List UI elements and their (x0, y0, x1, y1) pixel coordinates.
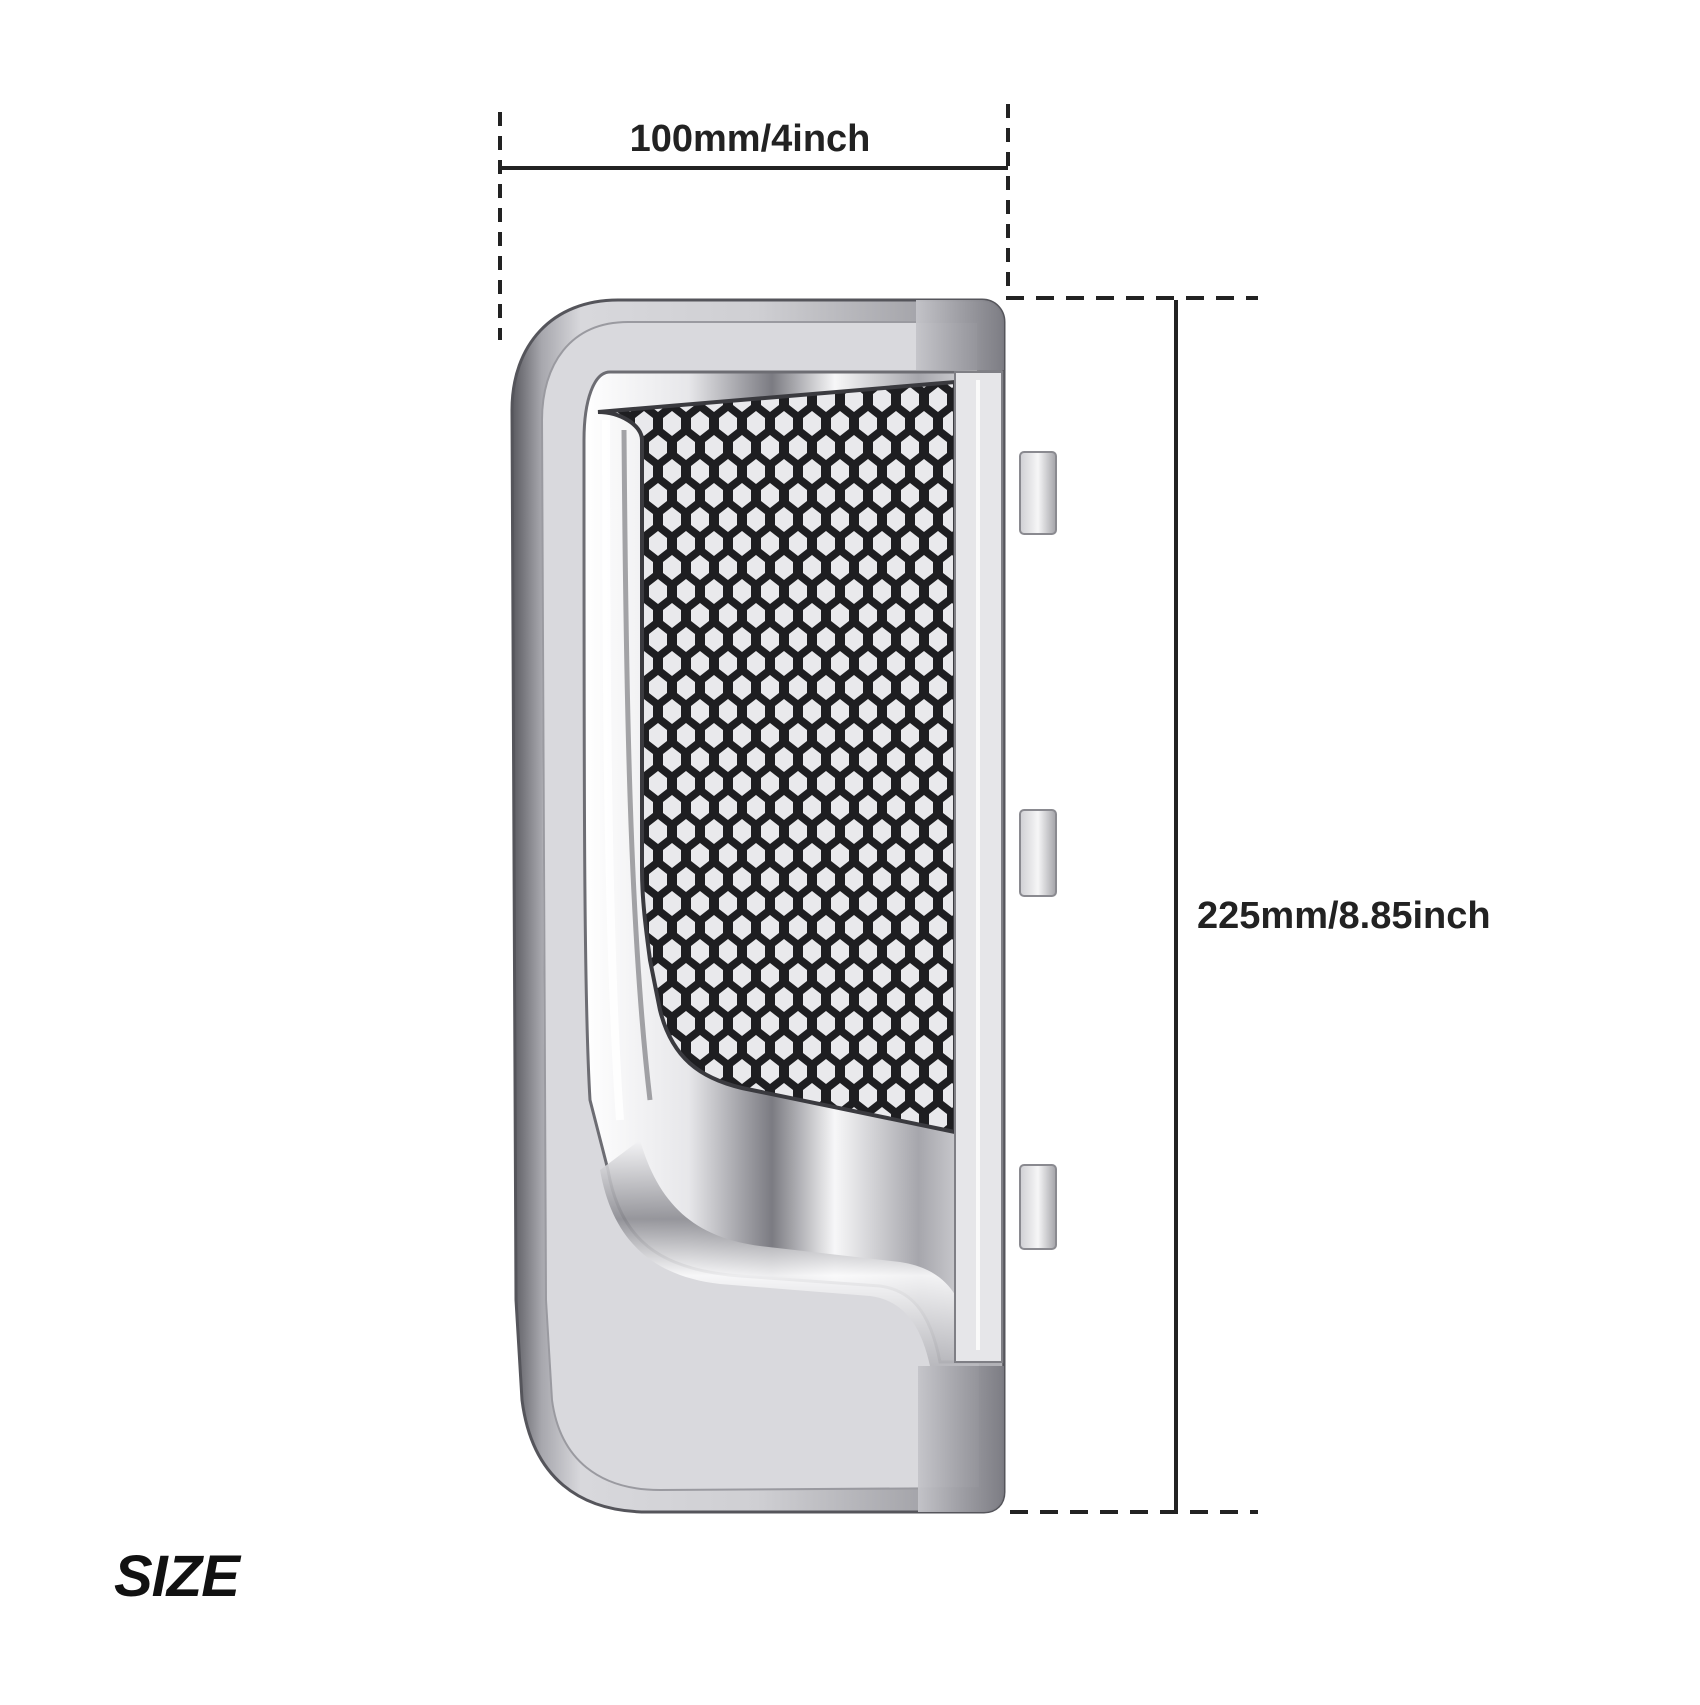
height-dimension-label: 225mm/8.85inch (1197, 895, 1491, 937)
smoke-lens-top (916, 300, 1004, 370)
mounting-tab-middle (1019, 809, 1057, 897)
vent-grille-product (510, 298, 1057, 1514)
height-dimension (1006, 296, 1258, 1514)
width-dimension (498, 104, 1010, 340)
mounting-tab-bottom (1019, 1164, 1057, 1250)
size-heading: SIZE (114, 1544, 240, 1609)
mounting-tab-top (1019, 451, 1057, 535)
width-dimension-label: 100mm/4inch (629, 118, 871, 160)
smoke-lens-bottom (918, 1366, 1004, 1512)
